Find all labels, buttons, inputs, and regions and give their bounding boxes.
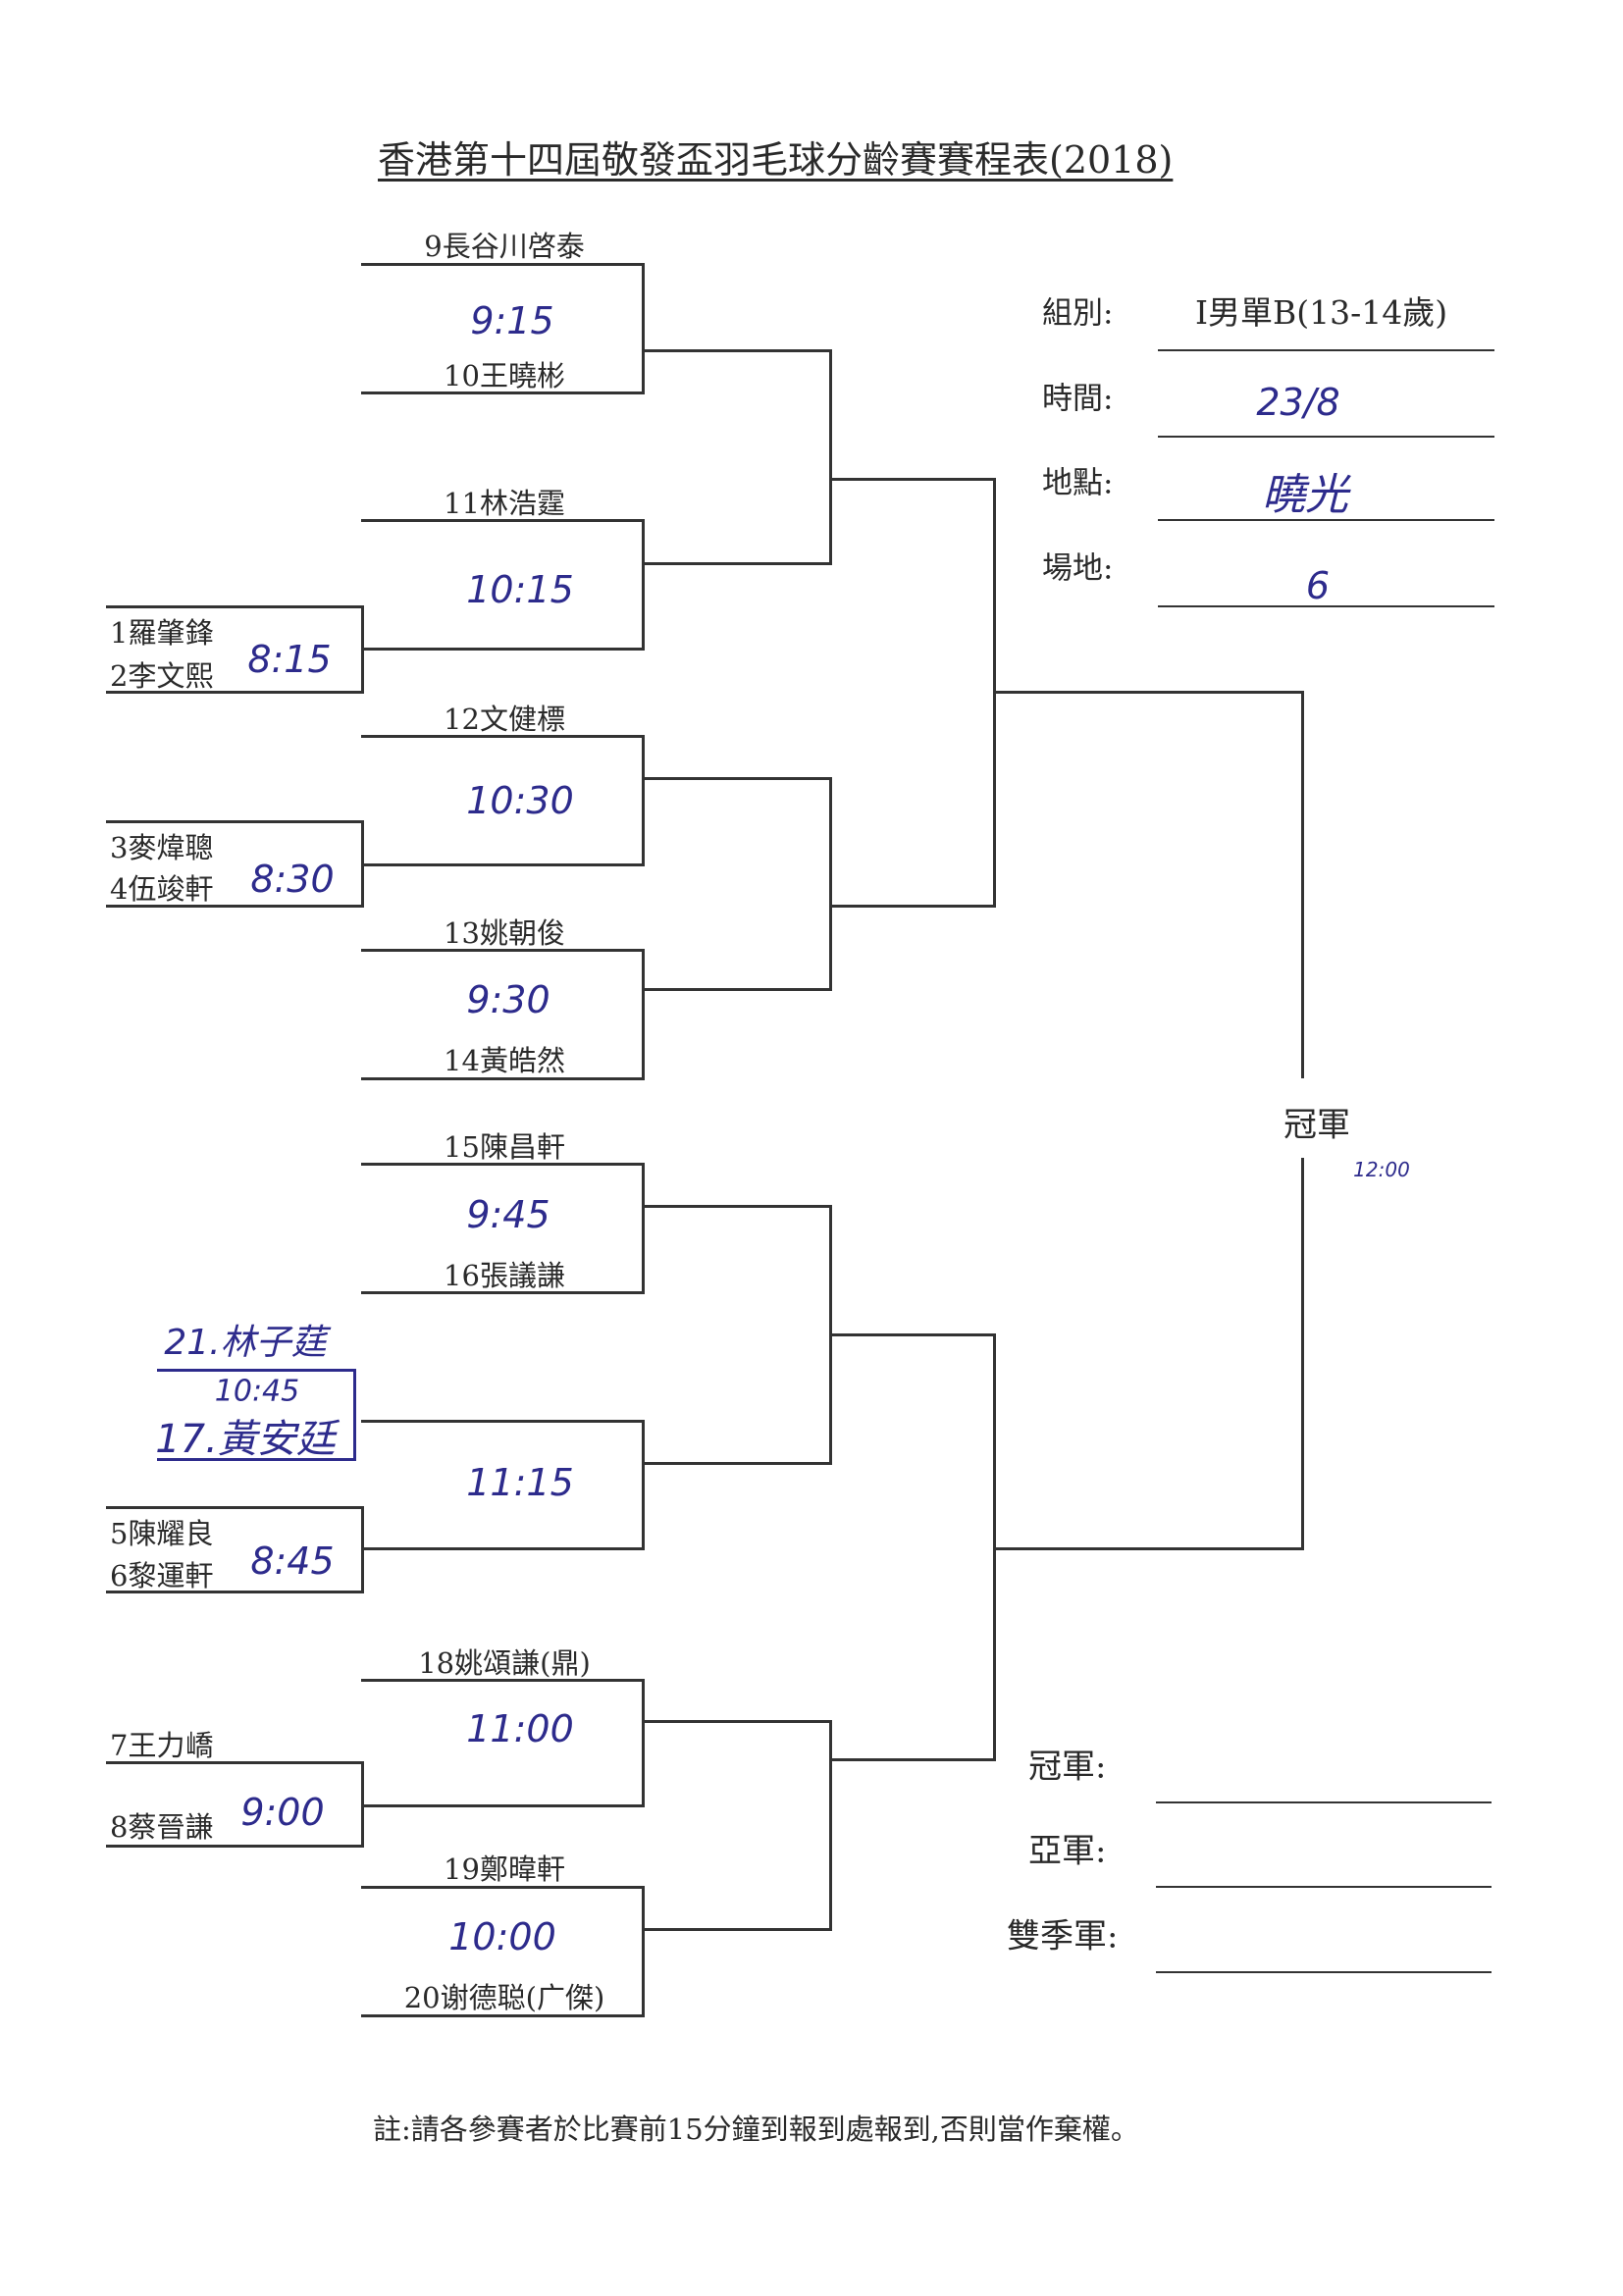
prelim-17-21-time: 10:45 — [214, 1374, 300, 1409]
player-8: 8蔡晉謙 — [110, 1810, 214, 1844]
group-line — [1158, 349, 1494, 351]
player-16: 16張議謙 — [444, 1259, 565, 1292]
player-14: 14黃皓然 — [444, 1044, 565, 1077]
semi-label: 雙季軍: — [1007, 1916, 1119, 1957]
player-15: 15陳昌軒 — [444, 1130, 565, 1164]
player-17: 17.黃安廷 — [155, 1417, 336, 1462]
prelim-7-8-time: 9:00 — [240, 1791, 325, 1834]
match-3 — [361, 735, 645, 866]
round2-c — [645, 1205, 832, 1465]
final-bottom-line — [996, 1547, 1304, 1550]
prelim-17-21 — [157, 1369, 356, 1461]
prelim-3-4 — [106, 820, 364, 908]
champion-line — [1156, 1801, 1492, 1803]
match-5 — [361, 1163, 645, 1294]
final-lower-line — [1301, 1158, 1304, 1550]
prelim-5-6-time: 8:45 — [250, 1539, 335, 1583]
player-19: 19鄭暐軒 — [444, 1852, 565, 1886]
time-value: 23/8 — [1256, 381, 1340, 424]
match-8 — [361, 1886, 645, 2017]
player-20: 20谢德聪(广傑) — [403, 1981, 605, 2014]
match-1-time: 9:15 — [470, 299, 554, 342]
player-1: 1羅肇鋒 — [110, 616, 214, 650]
semifinal-bottom — [832, 1333, 996, 1761]
prelim-1-2-time: 8:15 — [247, 638, 332, 681]
player-6: 6黎運軒 — [110, 1559, 214, 1592]
prelim-3-4-time: 8:30 — [250, 858, 335, 901]
match-2 — [361, 519, 645, 651]
match-1 — [361, 263, 645, 394]
round2-b — [645, 777, 832, 991]
semi-line — [1156, 1971, 1492, 1973]
court-label: 場地: — [1042, 550, 1114, 587]
time-label: 時間: — [1042, 381, 1114, 417]
match-7 — [361, 1679, 645, 1807]
match-4-time: 9:30 — [466, 978, 550, 1021]
court-line — [1158, 605, 1494, 607]
page-title: 香港第十四屆敬發盃羽毛球分齡賽賽程表(2018) — [378, 138, 1174, 182]
group-label: 組別: — [1042, 295, 1114, 332]
footer-note: 註:請各參賽者於比賽前15分鐘到報到處報到,否則當作棄權。 — [373, 2113, 1139, 2146]
group-value: I男單B(13-14歲) — [1195, 293, 1448, 332]
final-champion-label: 冠軍 — [1283, 1105, 1350, 1145]
runner-up-label: 亞軍: — [1028, 1831, 1107, 1871]
final-upper-line — [1301, 691, 1304, 1078]
match-3-time: 10:30 — [466, 779, 574, 822]
match-2-time: 10:15 — [466, 568, 574, 611]
prelim-5-6 — [106, 1506, 364, 1593]
time-line — [1158, 436, 1494, 438]
venue-value: 曉光 — [1262, 470, 1348, 520]
match-6 — [361, 1420, 645, 1550]
player-10: 10王曉彬 — [444, 359, 565, 392]
player-3: 3麥煒聰 — [110, 831, 214, 864]
round2-a — [645, 349, 832, 565]
player-7: 7王力嶠 — [110, 1729, 214, 1762]
match-7-time: 11:00 — [466, 1707, 574, 1750]
player-5: 5陳耀良 — [110, 1517, 214, 1550]
champion-label: 冠軍: — [1028, 1747, 1107, 1787]
player-11: 11林浩霆 — [444, 487, 565, 520]
final-time: 12:00 — [1353, 1158, 1410, 1181]
court-value: 6 — [1305, 564, 1331, 607]
match-6-time: 11:15 — [466, 1461, 574, 1504]
player-12: 12文健標 — [444, 703, 565, 736]
match-8-time: 10:00 — [448, 1915, 556, 1958]
venue-label: 地點: — [1042, 465, 1114, 501]
venue-line — [1158, 519, 1494, 521]
final-top-line — [996, 691, 1304, 694]
round2-d — [645, 1720, 832, 1931]
runner-up-line — [1156, 1886, 1492, 1888]
prelim-1-2 — [106, 605, 364, 694]
match-5-time: 9:45 — [466, 1193, 550, 1236]
prelim-7-8 — [106, 1761, 364, 1848]
player-2: 2李文熙 — [110, 659, 214, 693]
match-4 — [361, 949, 645, 1080]
player-13: 13姚朝俊 — [444, 916, 565, 950]
player-18: 18姚頌謙(鼎) — [418, 1646, 591, 1680]
semifinal-top — [832, 478, 996, 908]
player-21: 21.林子莛 — [164, 1323, 327, 1363]
player-9: 9長谷川啓泰 — [424, 230, 585, 263]
player-4: 4伍竣軒 — [110, 872, 214, 906]
